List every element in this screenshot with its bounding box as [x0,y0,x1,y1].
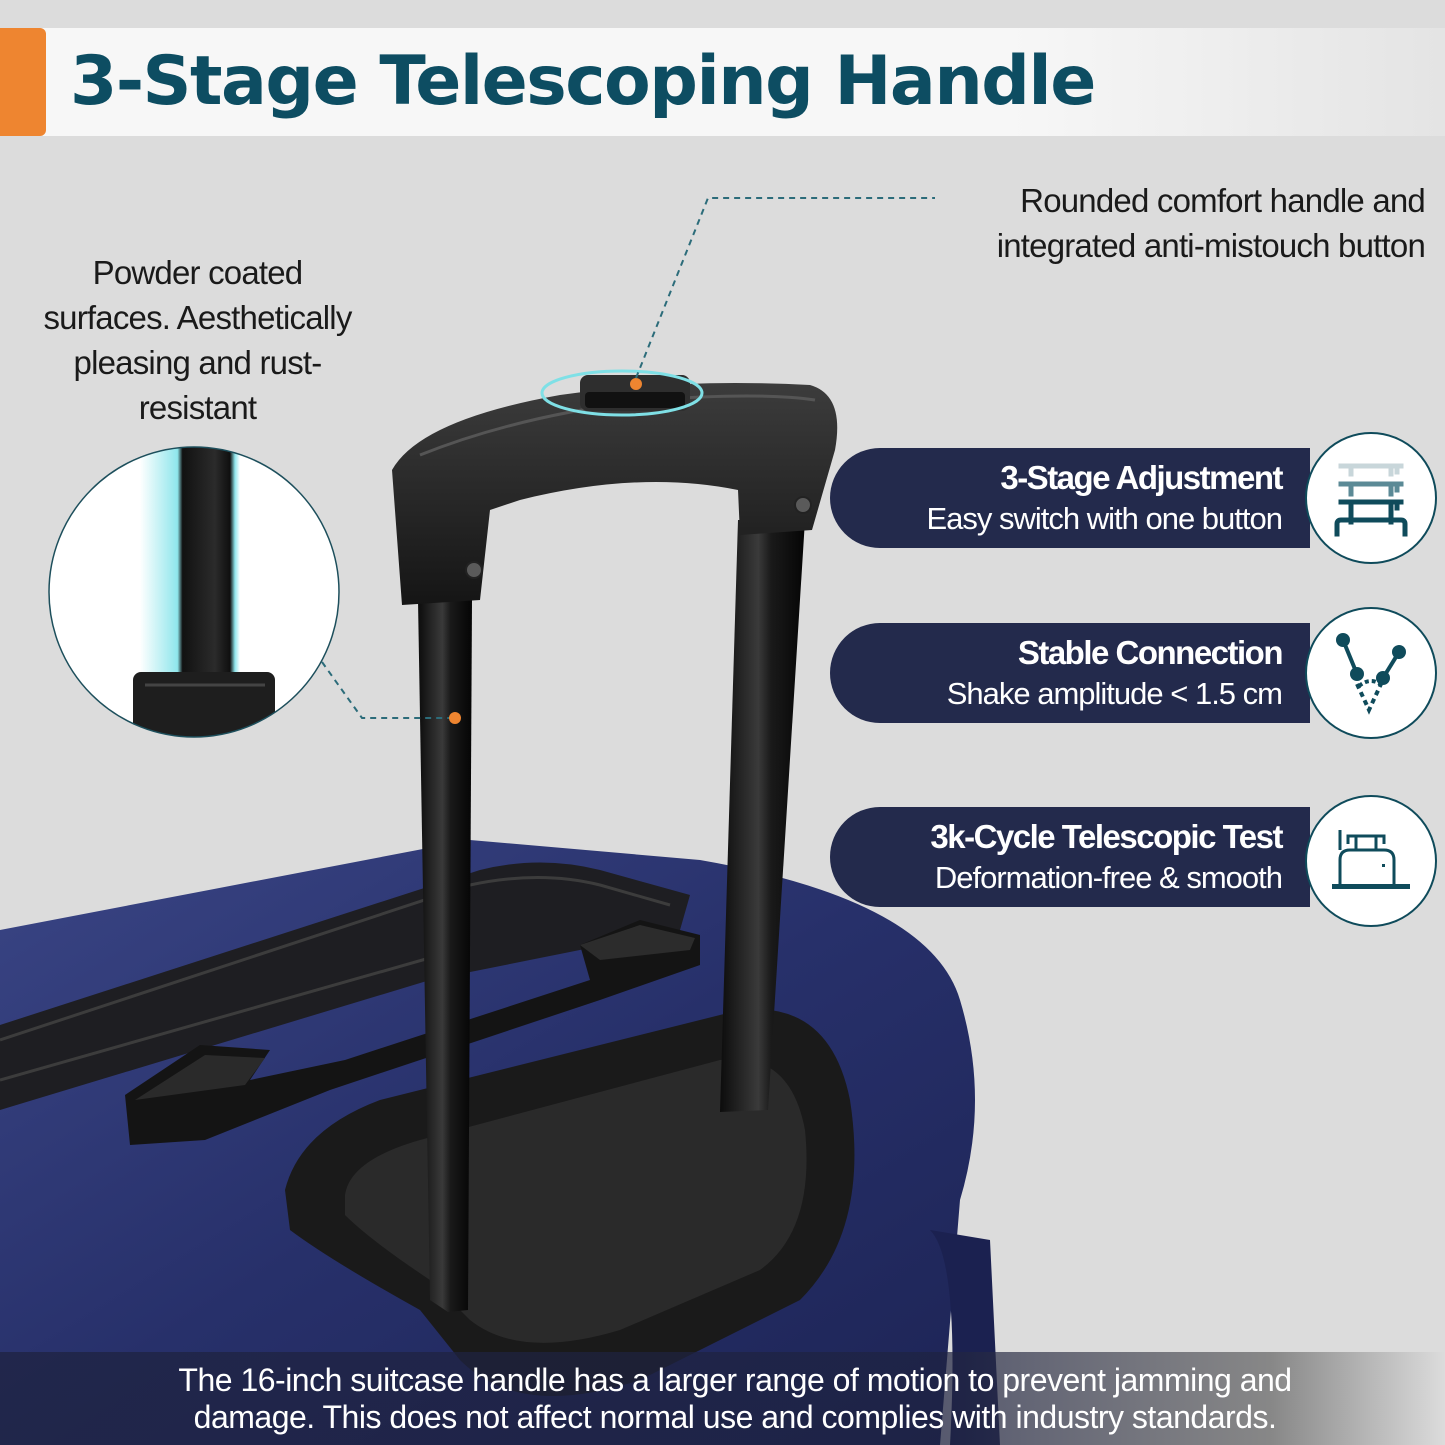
callout-line: surfaces. Aesthetically [43,299,352,336]
feature-three-stage-adjustment: 3-Stage Adjustment Easy switch with one … [830,448,1310,548]
telescopic-test-icon [1305,795,1437,927]
callout-line: Rounded comfort handle and [1020,182,1426,219]
comfort-handle-callout: Rounded comfort handle and integrated an… [905,178,1426,268]
feature-stable-connection: Stable Connection Shake amplitude < 1.5 … [830,623,1310,723]
powder-coated-callout: Powder coated surfaces. Aesthetically pl… [10,250,385,430]
callout-line: integrated anti-mistouch button [996,227,1426,264]
handle-grip [392,369,838,605]
callout-line: Powder coated [92,254,304,291]
feature-title: 3-Stage Adjustment [1000,459,1283,496]
feature-subtitle: Shake amplitude < 1.5 cm [946,676,1283,711]
callout-line: resistant [138,389,257,426]
title-accent-bar [0,28,46,136]
feature-subtitle: Easy switch with one button [926,501,1283,536]
feature-title: 3k-Cycle Telescopic Test [930,818,1283,855]
feature-telescopic-test: 3k-Cycle Telescopic Test Deformation-fre… [830,807,1310,907]
feature-title: Stable Connection [1017,634,1284,671]
telescoping-poles [418,520,805,1312]
feature-subtitle: Deformation-free & smooth [934,860,1283,895]
swing-angle-icon [1305,607,1437,739]
callout-line: pleasing and rust- [73,344,323,381]
title-bar [0,28,1445,136]
footer-line: The 16-inch suitcase handle has a larger… [178,1362,1292,1398]
footer-line: damage. This does not affect normal use … [193,1399,1277,1435]
footer-banner [0,1352,1445,1445]
three-stage-handle-icon [1305,432,1437,564]
page-title: 3-Stage Telescoping Handle [70,42,1096,121]
footer-note: The 16-inch suitcase handle has a larger… [60,1362,1410,1436]
powder-coated-tube-closeup [48,446,461,738]
